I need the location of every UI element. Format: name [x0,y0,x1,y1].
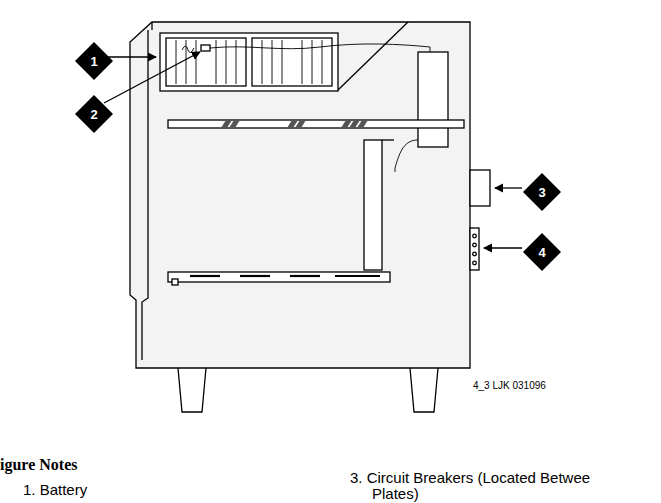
callout-number: 3 [523,173,561,211]
diamond-shape [523,173,561,211]
figure-note: 1. Battery [23,482,87,498]
callout-number: 4 [523,233,561,271]
diamond-shape [75,42,113,80]
callout-number: 1 [75,42,113,80]
figure-id: 4_3 LJK 031096 [473,380,546,391]
notes-heading: igure Notes [0,456,77,474]
diamond-shape [523,233,561,271]
callout-number: 2 [75,95,113,133]
figure-note: 3. Circuit Breakers (Located Betwee Plat… [350,470,640,502]
callout-diamond: 1 [75,42,113,80]
callout-diamond: 3 [523,173,561,211]
callout-diamond: 4 [523,233,561,271]
diamond-shape [75,95,113,133]
callout-diamond: 2 [75,95,113,133]
